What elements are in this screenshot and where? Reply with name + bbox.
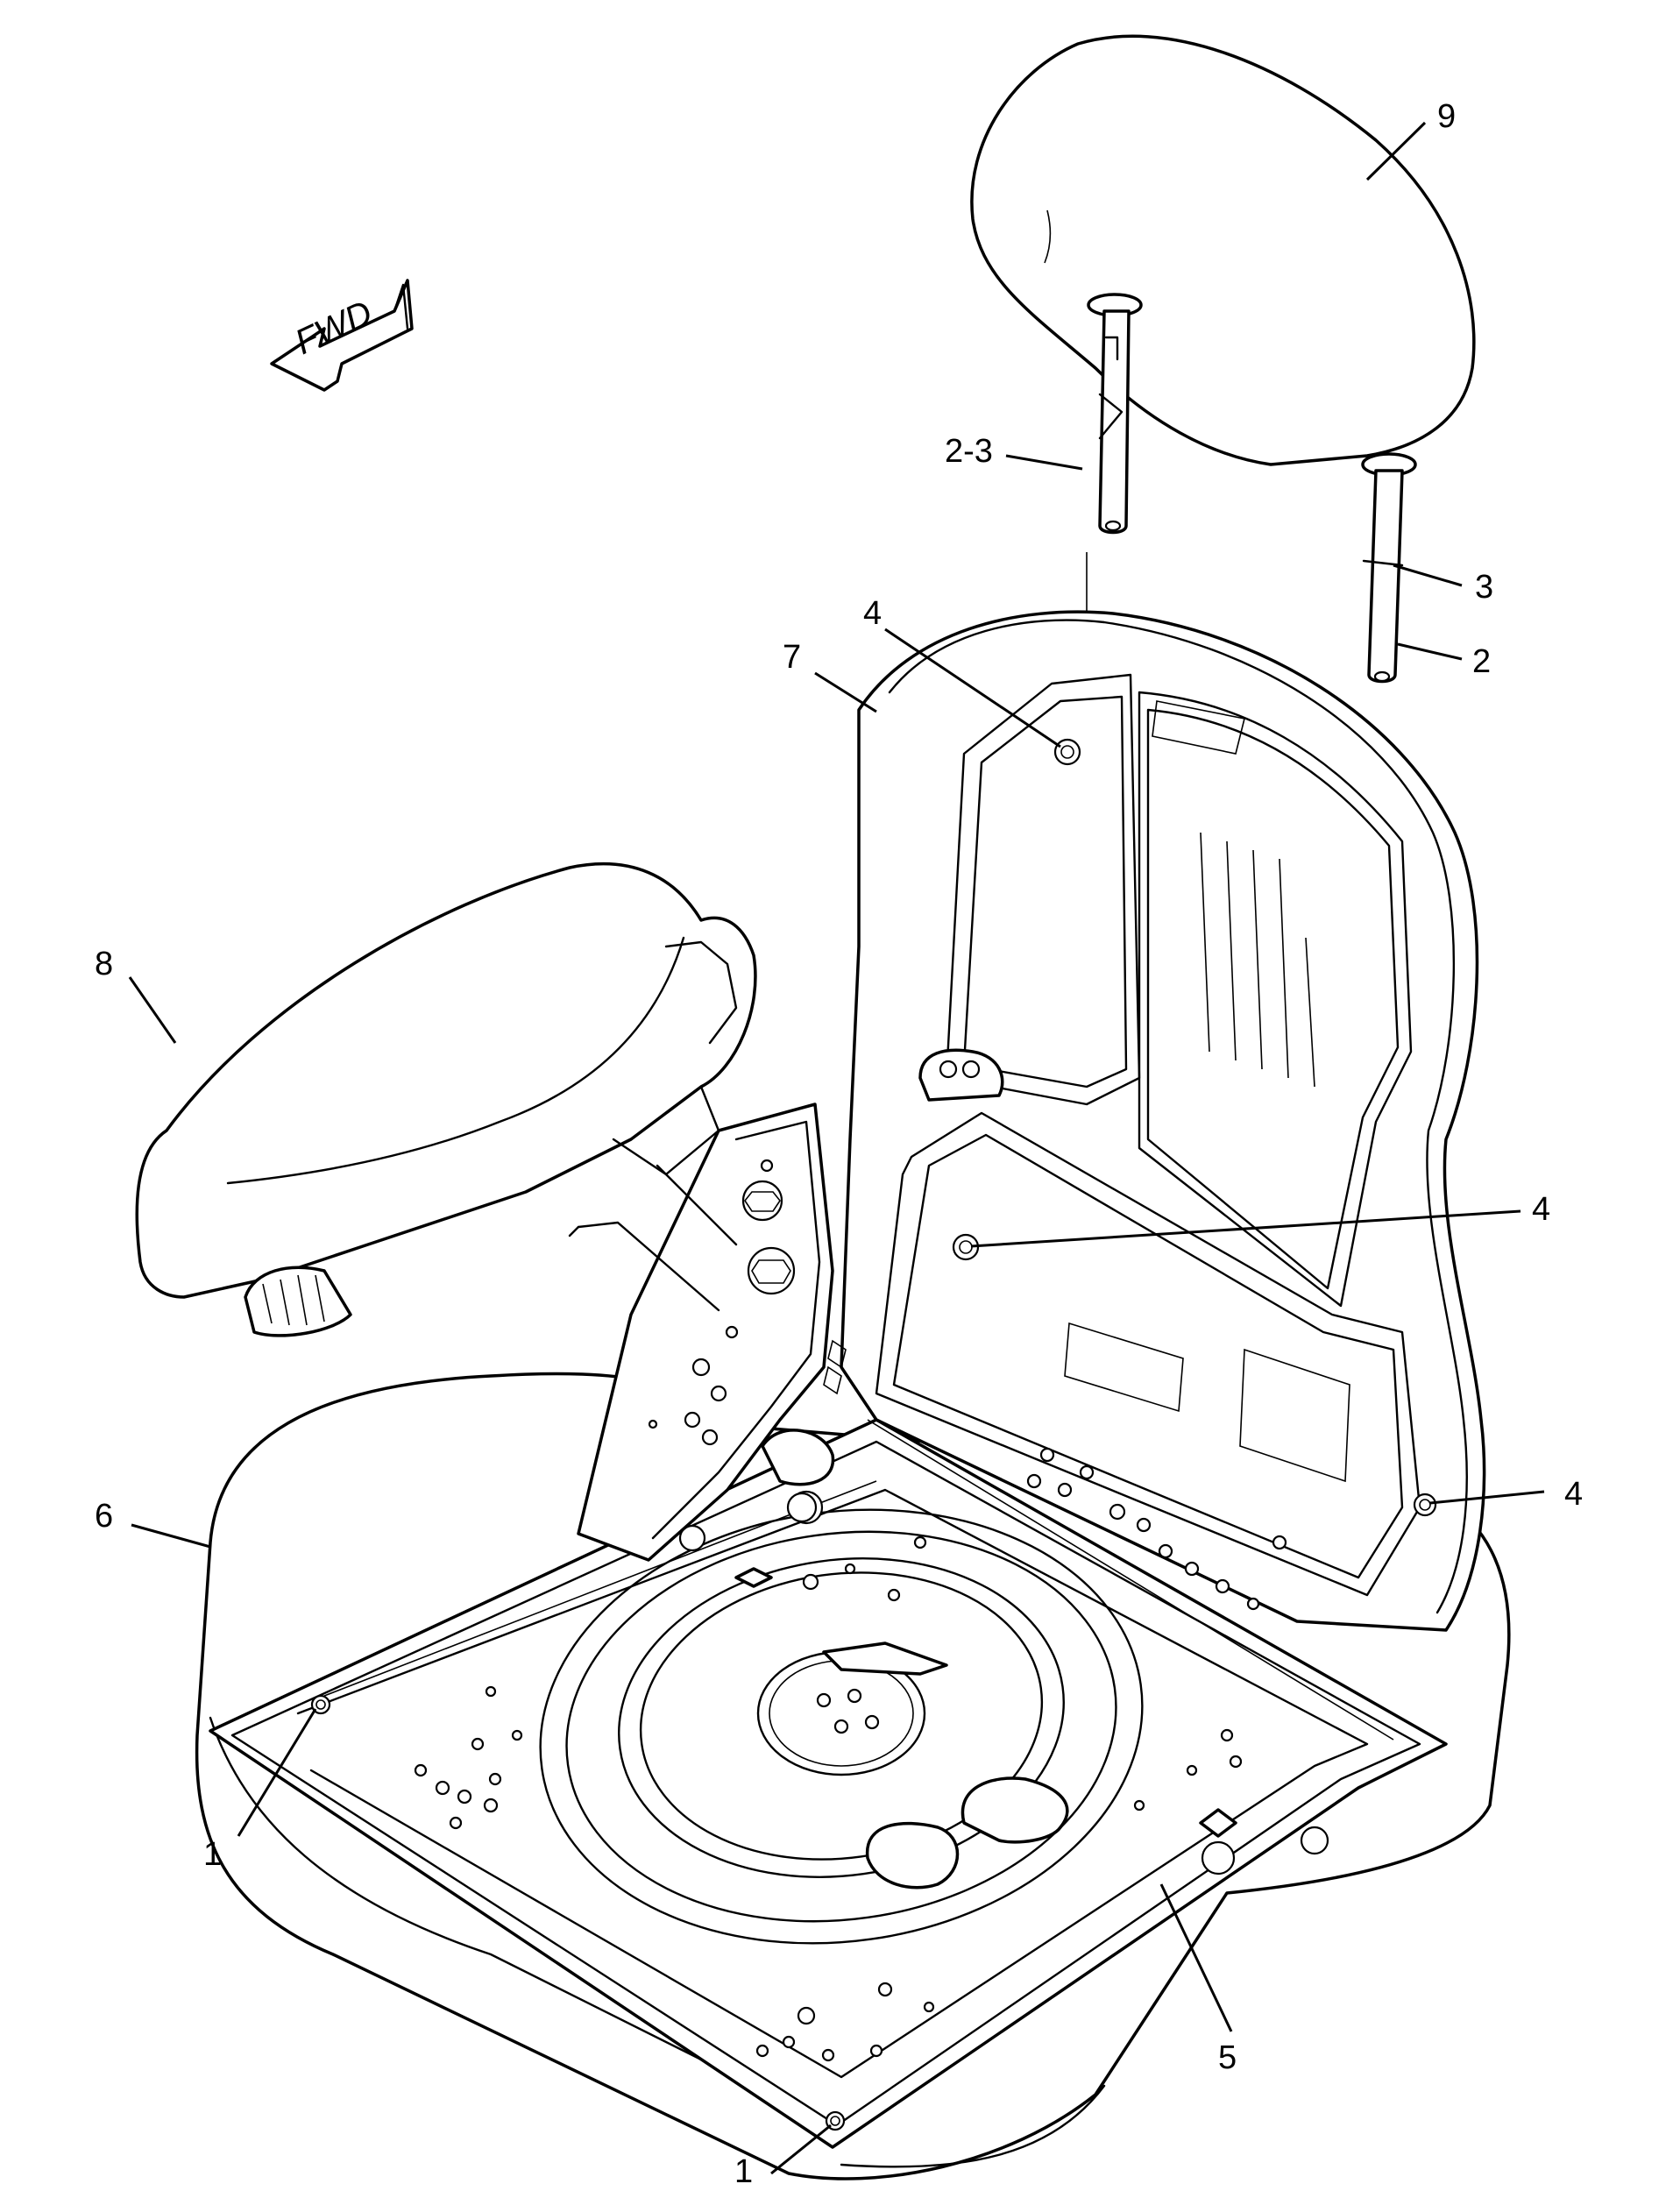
- leader-9: [1365, 121, 1427, 181]
- callout-4-mid: 4: [1532, 1191, 1550, 1228]
- callout-1-left: 1: [203, 1836, 222, 1873]
- leader-6: [131, 1523, 211, 1549]
- callout-2: 2: [1472, 643, 1491, 680]
- leader-1-bottom: [770, 2124, 832, 2175]
- callout-7: 7: [783, 639, 801, 676]
- callout-2-3: 2-3: [945, 433, 993, 470]
- seat-back: [840, 610, 1486, 1632]
- leader-2: [1397, 642, 1463, 661]
- callout-9: 9: [1437, 98, 1456, 135]
- headrest-post-left: [1087, 293, 1143, 535]
- callout-labels: 9 2-3 3 2 4 7 8 4 6 4 1 5 1: [95, 98, 1583, 2190]
- callout-8: 8: [95, 946, 113, 982]
- callout-4-right: 4: [1564, 1476, 1583, 1513]
- leader-4-top: [884, 628, 1061, 748]
- fwd-arrow: FWD: [270, 279, 414, 392]
- callout-1-bottom: 1: [734, 2153, 753, 2190]
- leader-3: [1393, 564, 1463, 587]
- leader-4-right: [1429, 1490, 1545, 1505]
- callout-4-top: 4: [863, 595, 882, 632]
- leader-lines: [128, 121, 1545, 2175]
- armrest: [135, 862, 757, 1337]
- recliner-bracket: [568, 1103, 847, 1562]
- leader-5: [1159, 1883, 1233, 2032]
- callout-3: 3: [1475, 569, 1493, 606]
- headrest-post-right: [1361, 452, 1417, 684]
- leader-1-left: [237, 1708, 317, 1837]
- leader-2-3: [1005, 454, 1083, 471]
- callout-6: 6: [95, 1498, 113, 1535]
- leader-8: [128, 976, 177, 1044]
- callout-5: 5: [1218, 2039, 1237, 2076]
- leader-7: [814, 671, 877, 713]
- headrest: [970, 34, 1476, 466]
- leader-4-mid: [970, 1209, 1521, 1248]
